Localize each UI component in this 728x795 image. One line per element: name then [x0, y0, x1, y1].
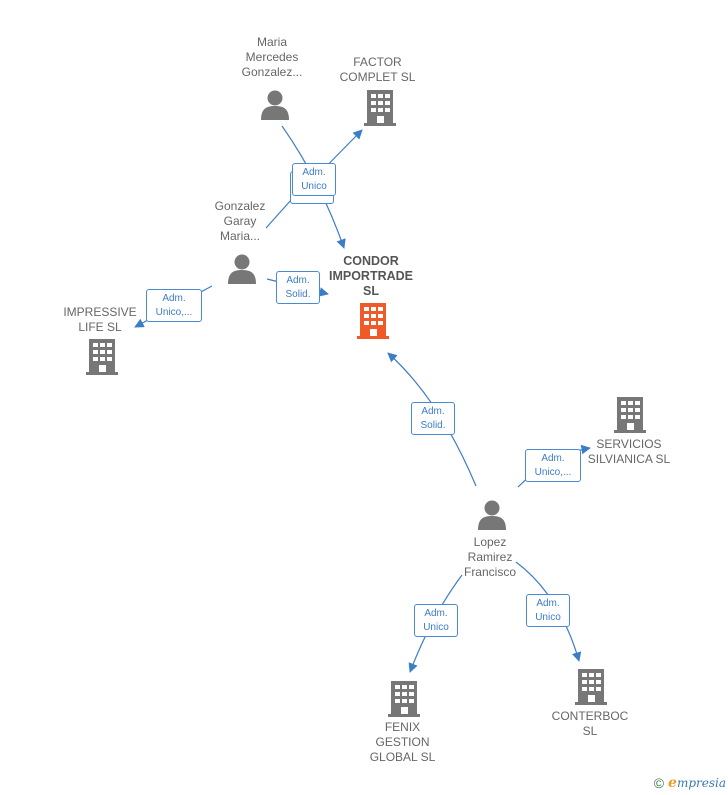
- building-icon[interactable]: [364, 90, 396, 126]
- copyright-icon: ©: [653, 775, 665, 791]
- person-icon[interactable]: [261, 90, 289, 121]
- building-icon-main[interactable]: [357, 303, 389, 339]
- building-icon[interactable]: [86, 339, 118, 375]
- edge-label-gonzalez-impressive[interactable]: Adm. Unico,...: [146, 289, 202, 322]
- edge-label-maria-factor[interactable]: Adm. Unico: [292, 163, 336, 196]
- node-label-lopez[interactable]: Lopez Ramirez Francisco: [463, 535, 516, 579]
- node-label-servicios-silvianica[interactable]: SERVICIOS SILVIANICA SL: [587, 437, 671, 466]
- person-icon[interactable]: [478, 500, 506, 531]
- node-label-conterboc[interactable]: CONTERBOC SL: [551, 709, 629, 738]
- person-icon[interactable]: [228, 254, 256, 285]
- node-label-condor-importrade[interactable]: CONDOR IMPORTRADE SL: [328, 254, 414, 298]
- edge-label-lopez-fenix[interactable]: Adm. Unico: [414, 604, 458, 637]
- edge-label-gonzalez-condor[interactable]: Adm. Solid.: [276, 271, 320, 304]
- building-icon[interactable]: [575, 669, 607, 705]
- node-label-fenix-gestion[interactable]: FENIX GESTION GLOBAL SL: [369, 720, 436, 764]
- edge-label-lopez-conterboc[interactable]: Adm. Unico: [526, 594, 570, 627]
- edge-label-lopez-servicios[interactable]: Adm. Unico,...: [525, 449, 581, 482]
- node-label-gonzalez[interactable]: Gonzalez Garay Maria...: [214, 199, 266, 243]
- brand-logo: empresia: [668, 775, 726, 791]
- node-label-factor-complet[interactable]: FACTOR COMPLET SL: [339, 55, 416, 84]
- footer-brand[interactable]: © empresia: [654, 775, 726, 791]
- node-label-impressive-life[interactable]: IMPRESSIVE LIFE SL: [63, 305, 137, 334]
- building-icon[interactable]: [388, 681, 420, 717]
- edge-label-lopez-condor[interactable]: Adm. Solid.: [411, 402, 455, 435]
- building-icon[interactable]: [614, 397, 646, 433]
- node-label-maria[interactable]: Maria Mercedes Gonzalez...: [241, 35, 303, 79]
